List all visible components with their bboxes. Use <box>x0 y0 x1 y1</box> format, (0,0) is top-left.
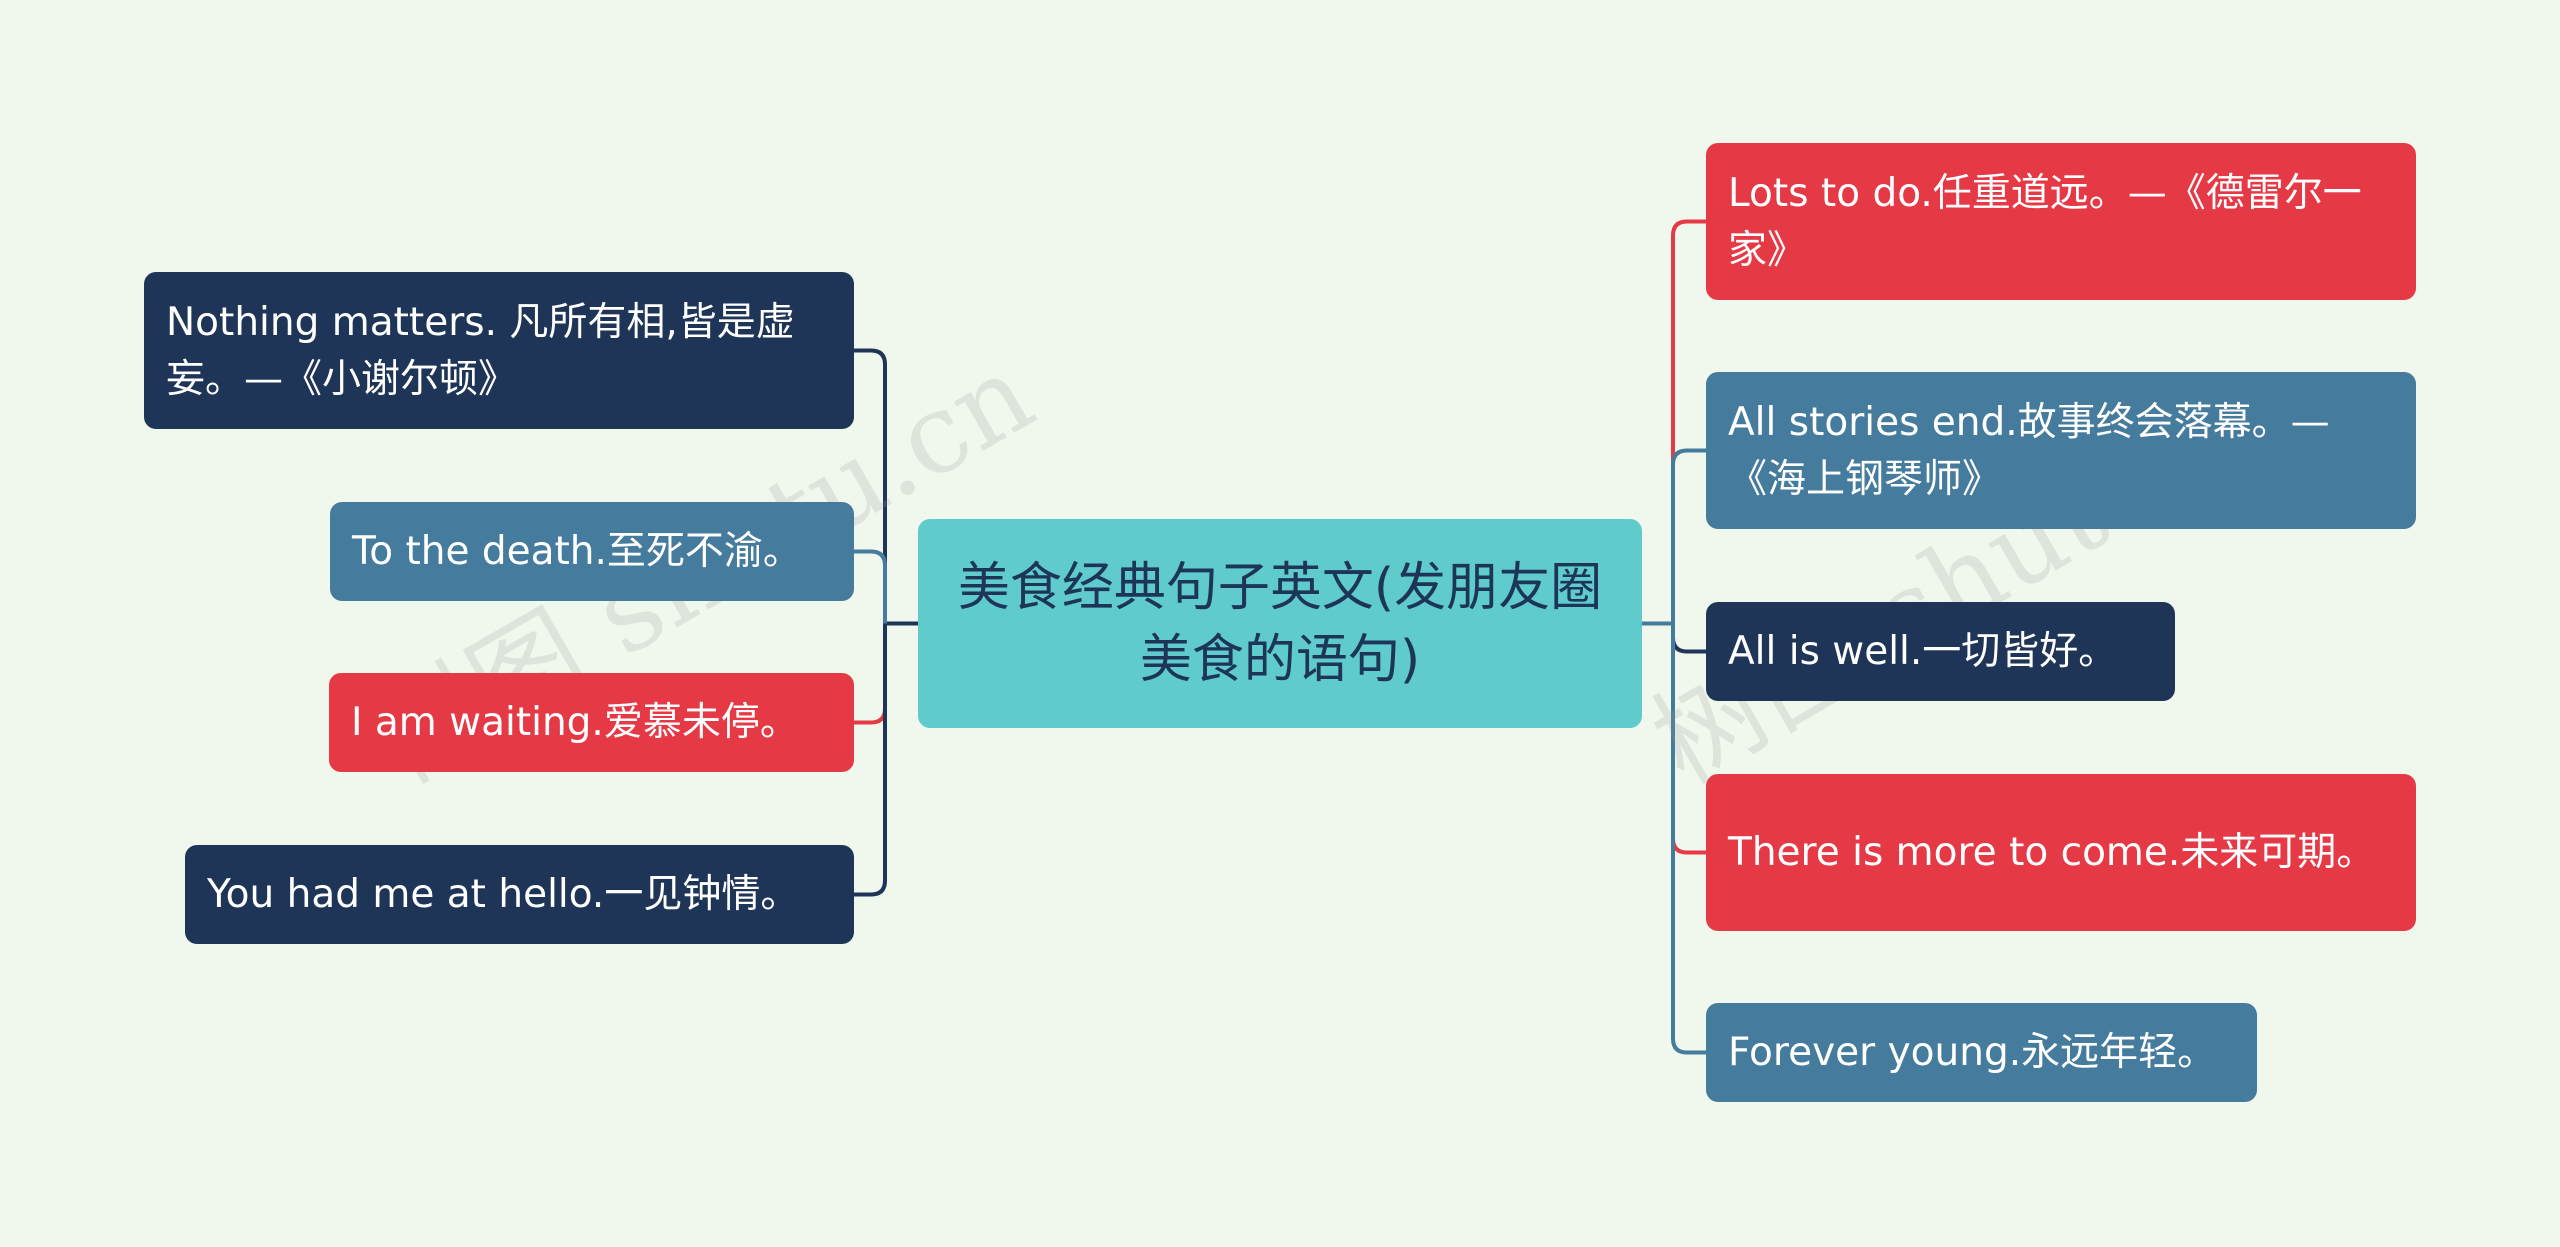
left-branch-to-the-death[interactable]: To the death.至死不渝。 <box>330 502 854 601</box>
right-branch-forever-young[interactable]: Forever young.永远年轻。 <box>1706 1003 2257 1102</box>
connector-right-3 <box>1671 623 1706 855</box>
right-branch-label: There is more to come.未来可期。 <box>1728 830 2376 875</box>
right-branch-label: Forever young.永远年轻。 <box>1728 1030 2217 1075</box>
root-topic[interactable]: 美食经典句子英文(发朋友圈美食的语句) <box>918 519 1642 728</box>
right-branch-all-is-well[interactable]: All is well.一切皆好。 <box>1706 602 2175 701</box>
left-branch-label: Nothing matters. 凡所有相,皆是虚妄。—《小谢尔顿》 <box>166 299 795 402</box>
root-topic-label: 美食经典句子英文(发朋友圈美食的语句) <box>957 557 1603 690</box>
left-branch-label: To the death.至死不渝。 <box>352 529 802 574</box>
left-branch-label: I am waiting.爱慕未停。 <box>351 700 799 745</box>
right-branch-label: All is well.一切皆好。 <box>1728 629 2118 674</box>
left-branch-you-had-me-at-hello[interactable]: You had me at hello.一见钟情。 <box>185 845 854 944</box>
right-branch-all-stories-end[interactable]: All stories end.故事终会落幕。—《海上钢琴师》 <box>1706 372 2416 529</box>
connector-left-2 <box>854 623 887 725</box>
connector-right-1 <box>1671 448 1706 624</box>
connector-left-1 <box>854 549 887 624</box>
connector-right-4 <box>1671 623 1706 1055</box>
left-branch-nothing-matters[interactable]: Nothing matters. 凡所有相,皆是虚妄。—《小谢尔顿》 <box>144 272 854 429</box>
right-branch-label: Lots to do.任重道远。—《德雷尔一家》 <box>1728 170 2362 273</box>
right-branch-label: All stories end.故事终会落幕。—《海上钢琴师》 <box>1728 399 2330 502</box>
connector-left-0 <box>854 348 887 624</box>
right-branch-lots-to-do[interactable]: Lots to do.任重道远。—《德雷尔一家》 <box>1706 143 2416 300</box>
connector-right-2 <box>1671 623 1706 654</box>
left-branch-i-am-waiting[interactable]: I am waiting.爱慕未停。 <box>329 673 854 772</box>
connector-left-3 <box>854 623 887 897</box>
left-branch-label: You had me at hello.一见钟情。 <box>207 872 800 917</box>
connector-right-0 <box>1671 219 1706 624</box>
right-branch-there-is-more-to-come[interactable]: There is more to come.未来可期。 <box>1706 774 2416 931</box>
